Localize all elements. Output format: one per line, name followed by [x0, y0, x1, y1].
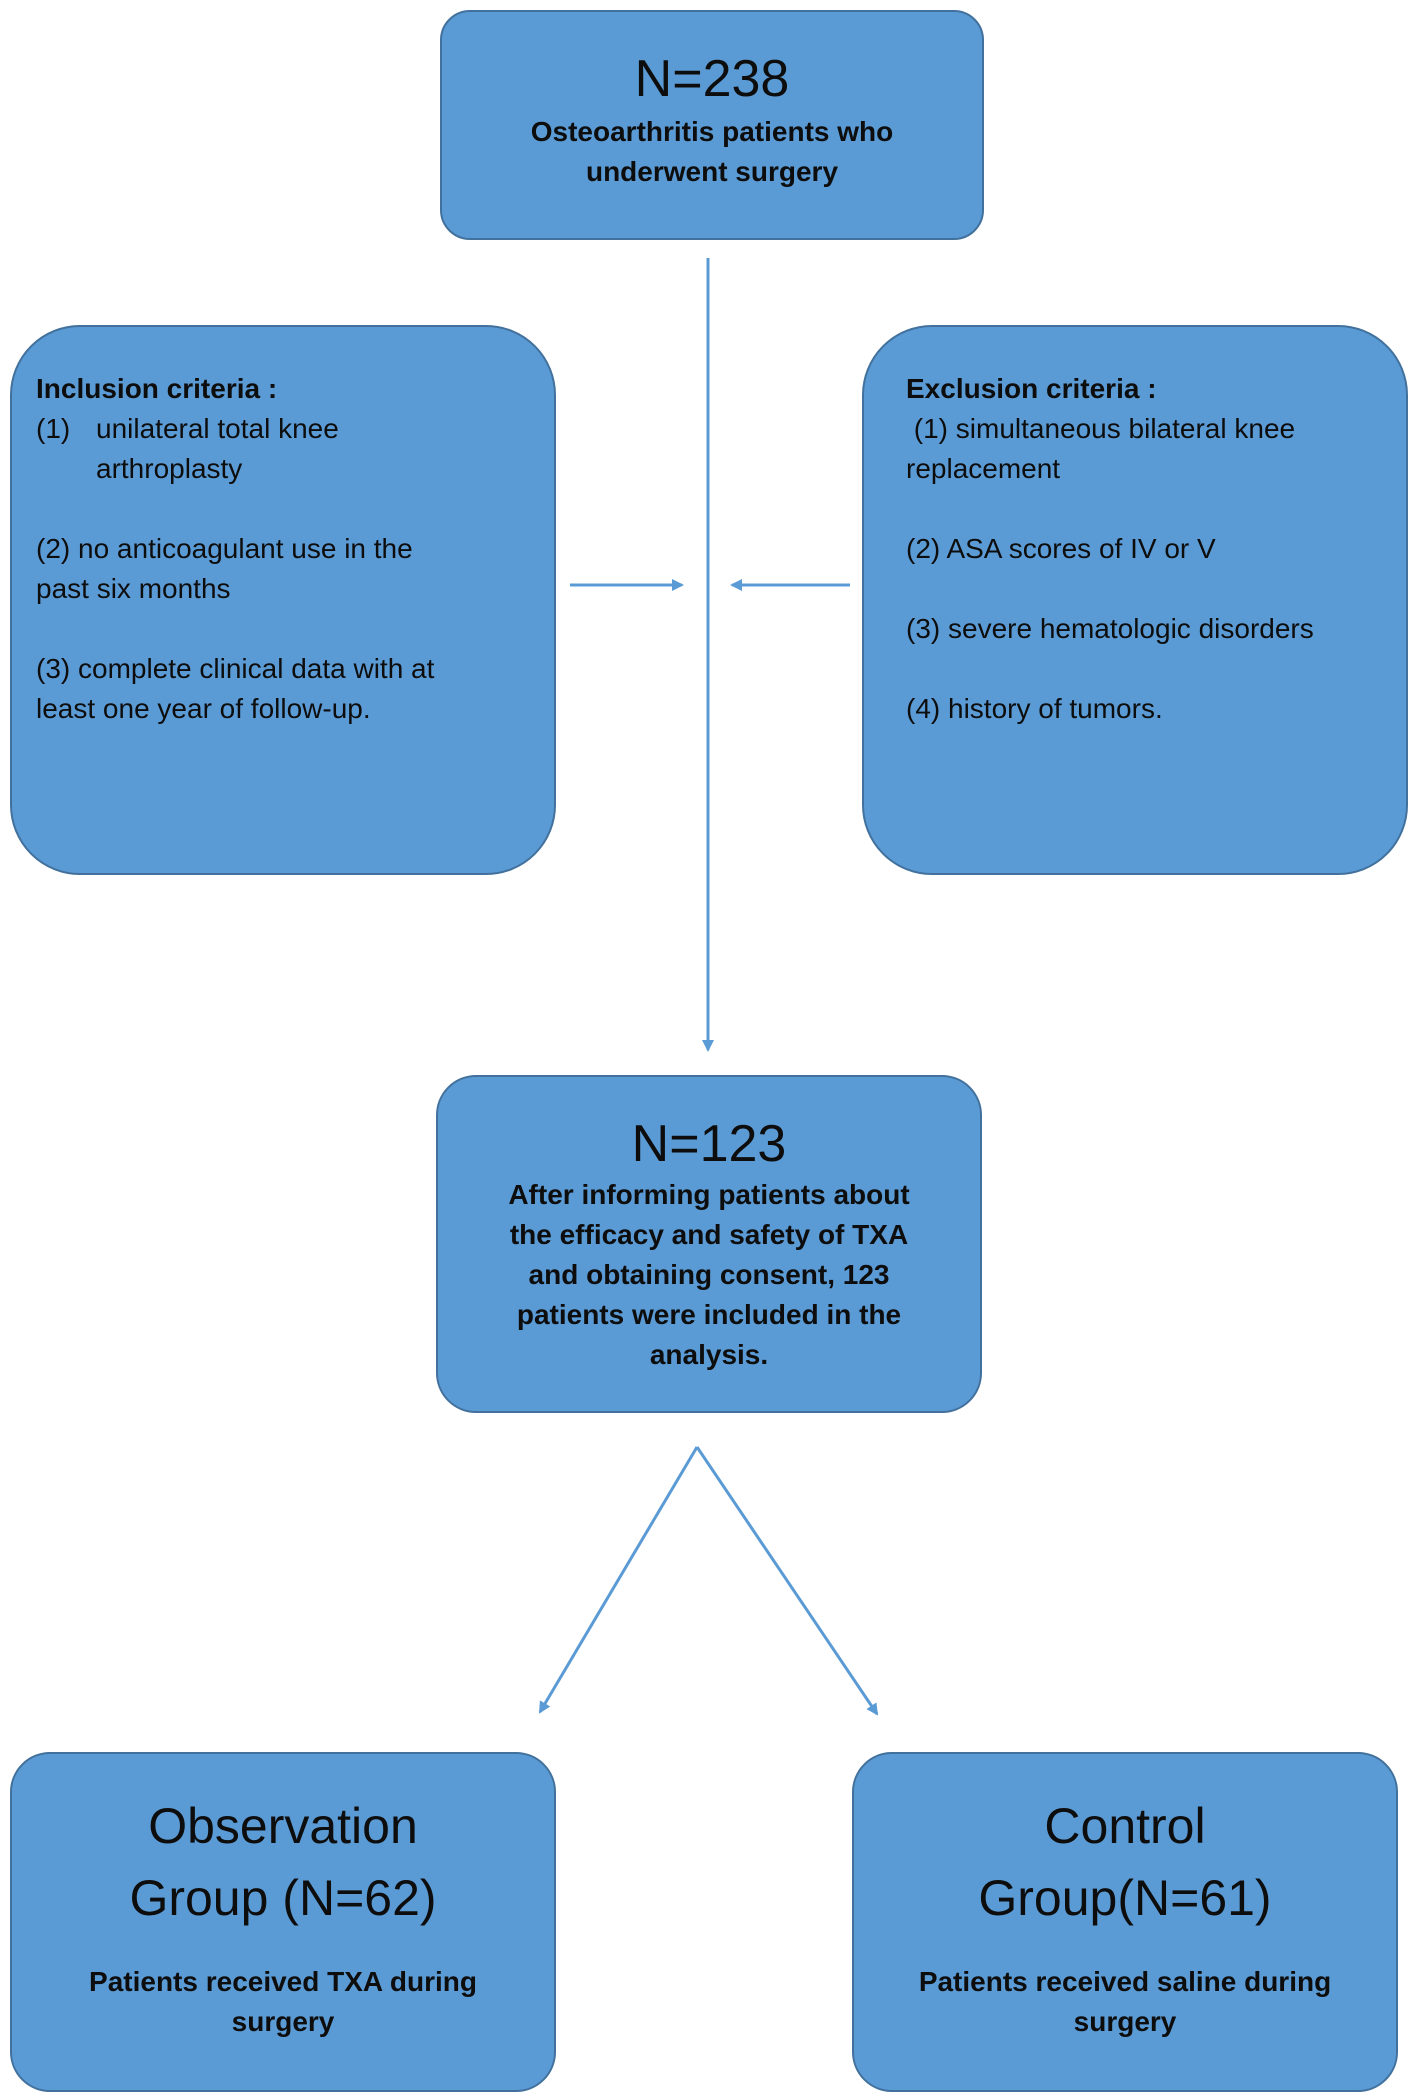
middle-line-4: patients were included in the: [516, 1299, 902, 1331]
top-description-line2: underwent surgery: [585, 156, 839, 188]
inclusion-item-3-line2: least one year of follow-up.: [36, 693, 371, 724]
control-desc-line1: Patients received saline during: [918, 1966, 1332, 1997]
exclusion-item-2: (2) ASA scores of IV or V: [906, 529, 1382, 569]
observation-group-box: Observation Group (N=62) Patients receiv…: [10, 1752, 556, 2092]
exclusion-item-1-line2: replacement: [906, 453, 1061, 484]
inclusion-item-2-line1: (2) no anticoagulant use in the: [36, 533, 413, 564]
control-title-line1: Control: [1044, 1798, 1206, 1854]
observation-title-line2: Group (N=62): [129, 1870, 437, 1926]
observation-title-line1: Observation: [148, 1798, 418, 1854]
top-box: N=238 Osteoarthritis patients who underw…: [440, 10, 984, 240]
inclusion-criteria-box: Inclusion criteria : (1) unilateral tota…: [10, 325, 556, 875]
exclusion-title: Exclusion criteria :: [906, 373, 1157, 404]
exclusion-item-3: (3) severe hematologic disorders: [906, 609, 1382, 649]
split-arrow-left: [538, 1446, 699, 1714]
inclusion-item-2-line2: past six months: [36, 573, 231, 604]
control-desc-line2: surgery: [1073, 2006, 1177, 2037]
inclusion-item-1-number: (1): [36, 413, 71, 444]
exclusion-item-3-line1: (3) severe hematologic disorders: [906, 613, 1314, 644]
inclusion-item-1-line2: arthroplasty: [96, 453, 243, 484]
observation-desc-line1: Patients received TXA during: [89, 1966, 477, 1997]
inclusion-item-3-line1: (3) complete clinical data with at: [36, 653, 435, 684]
middle-line-1: After informing patients about: [508, 1179, 910, 1211]
exclusion-item-1-line1: (1) simultaneous bilateral knee: [906, 413, 1296, 444]
exclusion-item-4: (4) history of tumors.: [906, 689, 1382, 729]
split-arrow-right: [695, 1446, 879, 1716]
exclusion-item-4-line1: (4) history of tumors.: [906, 693, 1163, 724]
middle-line-5: analysis.: [649, 1339, 769, 1371]
top-description-line1: Osteoarthritis patients who: [530, 116, 894, 148]
middle-line-3: and obtaining consent, 123: [528, 1259, 890, 1291]
observation-desc-line2: surgery: [231, 2006, 335, 2037]
exclusion-item-1: (1) simultaneous bilateral knee replacem…: [906, 409, 1382, 489]
exclusion-criteria-box: Exclusion criteria : (1) simultaneous bi…: [862, 325, 1408, 875]
inclusion-item-2: (2) no anticoagulant use in the past six…: [36, 529, 530, 609]
inclusion-item-3: (3) complete clinical data with at least…: [36, 649, 530, 729]
middle-line-2: the efficacy and safety of TXA: [509, 1219, 909, 1251]
control-group-box: Control Group(N=61) Patients received sa…: [852, 1752, 1398, 2092]
inclusion-item-1: (1) unilateral total knee arthroplasty: [36, 409, 530, 489]
middle-box: N=123 After informing patients about the…: [436, 1075, 982, 1413]
included-count: N=123: [631, 1115, 787, 1173]
total-count: N=238: [634, 50, 790, 108]
inclusion-title: Inclusion criteria :: [36, 373, 278, 404]
inclusion-item-1-line1: unilateral total knee: [96, 413, 339, 444]
control-title-line2: Group(N=61): [978, 1870, 1272, 1926]
exclusion-item-2-line1: (2) ASA scores of IV or V: [906, 533, 1216, 564]
